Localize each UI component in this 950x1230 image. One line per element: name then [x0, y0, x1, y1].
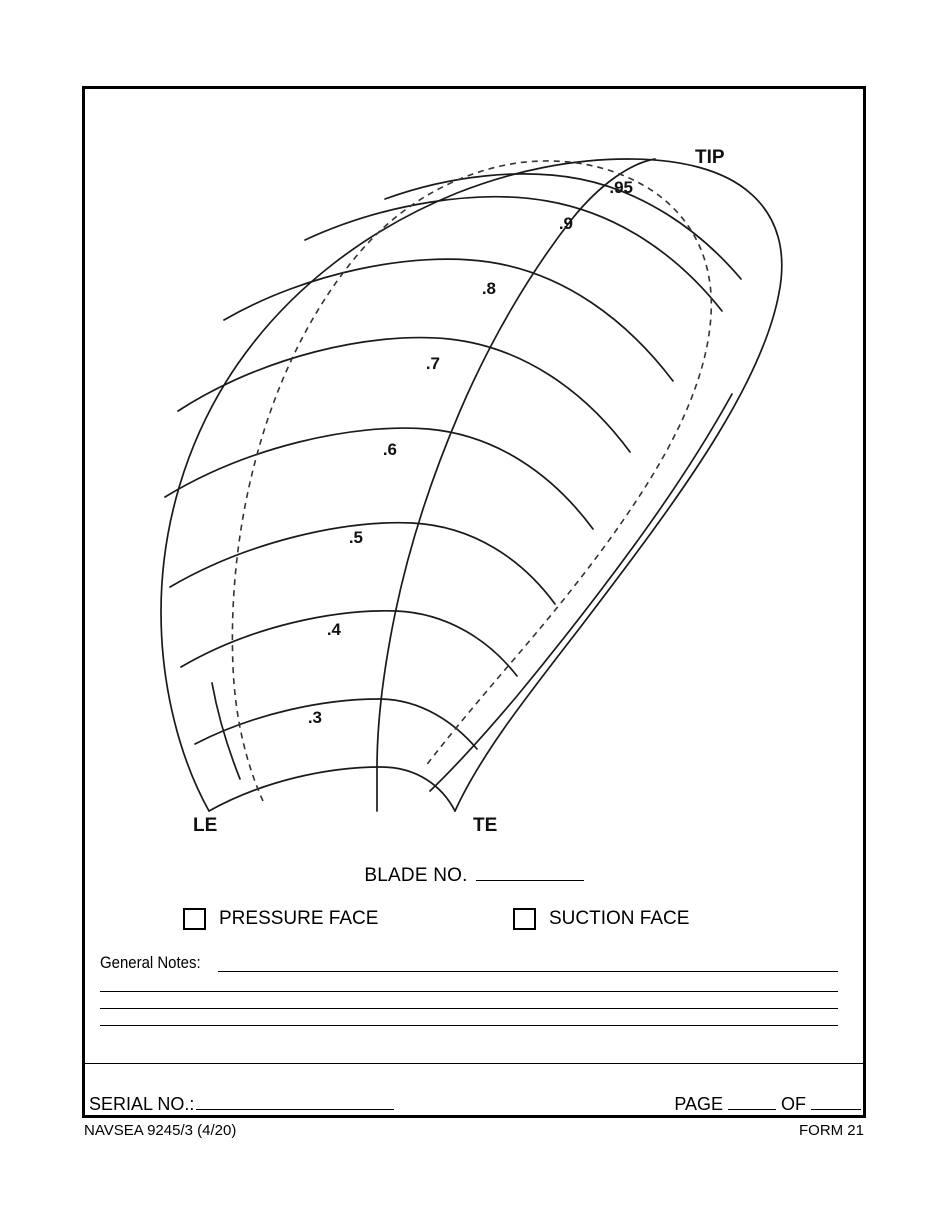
general-notes-input-line-3[interactable]: [100, 1008, 838, 1009]
te-chord-grid-line: [429, 393, 733, 792]
page-number-input[interactable]: [728, 1094, 776, 1110]
pressure-face-label: PRESSURE FACE: [219, 908, 379, 929]
suction-face-label: SUCTION FACE: [549, 908, 690, 929]
serial-no-input[interactable]: [196, 1094, 395, 1110]
blade-no-label: BLADE NO.: [364, 865, 468, 886]
blade-no-input[interactable]: [475, 865, 584, 881]
root-arc-outline: [208, 766, 456, 812]
station-arc-0-5: [169, 521, 556, 605]
pressure-face-checkbox[interactable]: [183, 908, 206, 930]
blade-diagram: TIP LE TE .3 .4 .5 .6 .7 .8 .9 .95: [85, 89, 863, 859]
radius-label-0-4: .4: [327, 620, 342, 639]
suction-face-checkbox[interactable]: [513, 908, 536, 930]
leading-edge-outline: [160, 158, 629, 812]
station-arc-0-95: [384, 173, 742, 280]
blade-no-row: BLADE NO.: [85, 861, 863, 891]
footer-divider: [85, 1063, 863, 1064]
face-selection-row: PRESSURE FACE SUCTION FACE: [85, 908, 863, 938]
general-notes-row: General Notes:: [85, 953, 863, 975]
radius-label-0-3: .3: [308, 708, 322, 727]
station-arc-0-8: [223, 258, 674, 382]
page-label: PAGE: [674, 1094, 723, 1114]
navsea-form-number: NAVSEA 9245/3 (4/20): [84, 1122, 237, 1139]
trailing-edge-label: TE: [473, 815, 497, 836]
of-label: OF: [781, 1094, 806, 1114]
pressure-face-option[interactable]: PRESSURE FACE: [183, 908, 378, 930]
form-frame: TIP LE TE .3 .4 .5 .6 .7 .8 .9 .95 BLADE…: [82, 86, 866, 1118]
midchord-grid-line: [376, 158, 656, 812]
serial-no-label: SERIAL NO.:: [89, 1094, 195, 1114]
radius-label-0-8: .8: [482, 279, 496, 298]
radius-label-0-6: .6: [383, 440, 397, 459]
serial-no-group: SERIAL NO.:: [89, 1094, 395, 1115]
general-notes-label: General Notes:: [100, 953, 201, 972]
le-chord-grid-line: [211, 682, 241, 780]
page-total-input[interactable]: [811, 1094, 861, 1110]
general-notes-input-line-2[interactable]: [100, 991, 838, 992]
form-id: FORM 21: [798, 1122, 864, 1139]
page-group: PAGE OF: [674, 1094, 861, 1115]
general-notes-input-line-1[interactable]: [218, 971, 838, 972]
suction-face-option[interactable]: SUCTION FACE: [513, 908, 689, 930]
radius-label-0-9: .9: [559, 214, 573, 233]
leading-edge-label: LE: [193, 815, 217, 836]
serial-band: SERIAL NO.: PAGE OF: [85, 1065, 863, 1118]
datum-dashed-curve-left: [231, 160, 713, 802]
general-notes-input-line-4[interactable]: [100, 1025, 838, 1026]
station-arc-0-9: [304, 195, 723, 312]
station-arc-0-3: [194, 698, 478, 750]
radius-label-0-95: .95: [609, 178, 633, 197]
fields-block: BLADE NO. PRESSURE FACE SUCTION FACE Gen…: [85, 861, 863, 1026]
radius-label-0-5: .5: [349, 528, 363, 547]
form-footer: NAVSEA 9245/3 (4/20) FORM 21: [82, 1122, 866, 1144]
tip-label: TIP: [695, 147, 725, 168]
serial-row: SERIAL NO.: PAGE OF: [85, 1091, 863, 1115]
station-arc-0-4: [180, 609, 518, 677]
station-arc-0-6: [164, 427, 594, 530]
radius-label-0-7: .7: [426, 354, 440, 373]
station-arc-0-7: [177, 336, 631, 453]
tip-outline: [454, 158, 783, 812]
